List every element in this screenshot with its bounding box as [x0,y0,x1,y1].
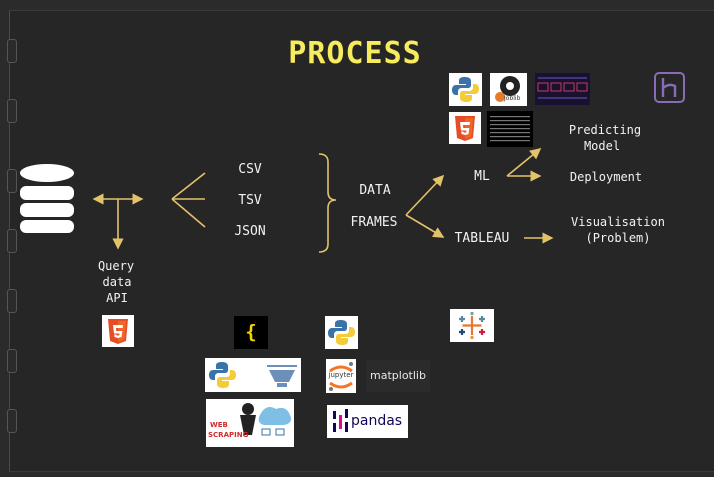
frames-label: FRAMES [350,215,398,230]
query-data-label: data [102,275,132,289]
html5-icon [449,112,481,144]
json-curly-icon: { } [234,316,268,349]
html5-icon [102,315,134,347]
web-scraping-icon: WEB SCRAPING [206,399,294,447]
python-icon [325,316,358,349]
predicting-label: Predicting [568,123,642,137]
deployment-node: Deployment [569,170,643,184]
visualisation-label: Visualisation [571,215,665,229]
python-icon [449,73,482,106]
neural-network-icon [535,73,590,105]
database-icon [20,164,74,233]
pandas-icon: pandas [327,405,408,438]
side-tab [7,169,17,193]
json-node: JSON [234,224,266,239]
side-tab [7,409,17,433]
side-tab [7,99,17,123]
tableau-node: TABLEAU [454,231,510,246]
matrix-display-icon [487,111,533,147]
query-label: Query [97,259,135,273]
problem-label: (Problem) [585,231,651,245]
data-label: DATA [359,183,391,198]
slide-panel [7,10,714,472]
side-tab [7,349,17,373]
side-tab [7,39,17,63]
python-requests-icon [205,358,301,392]
heroku-icon [654,72,685,103]
csv-node: CSV [238,162,262,177]
model-label: Model [583,139,621,153]
tableau-icon [450,309,494,342]
page-title: PROCESS [288,36,422,71]
ml-node: ML [474,169,490,184]
joblib-icon: Joblib [490,73,527,106]
side-tab [7,229,17,253]
matplotlib-icon: matplotlib [366,360,430,392]
jupyter-icon: jupyter [326,359,356,393]
side-tab [7,289,17,313]
api-label: API [106,291,128,305]
tsv-node: TSV [238,193,262,208]
